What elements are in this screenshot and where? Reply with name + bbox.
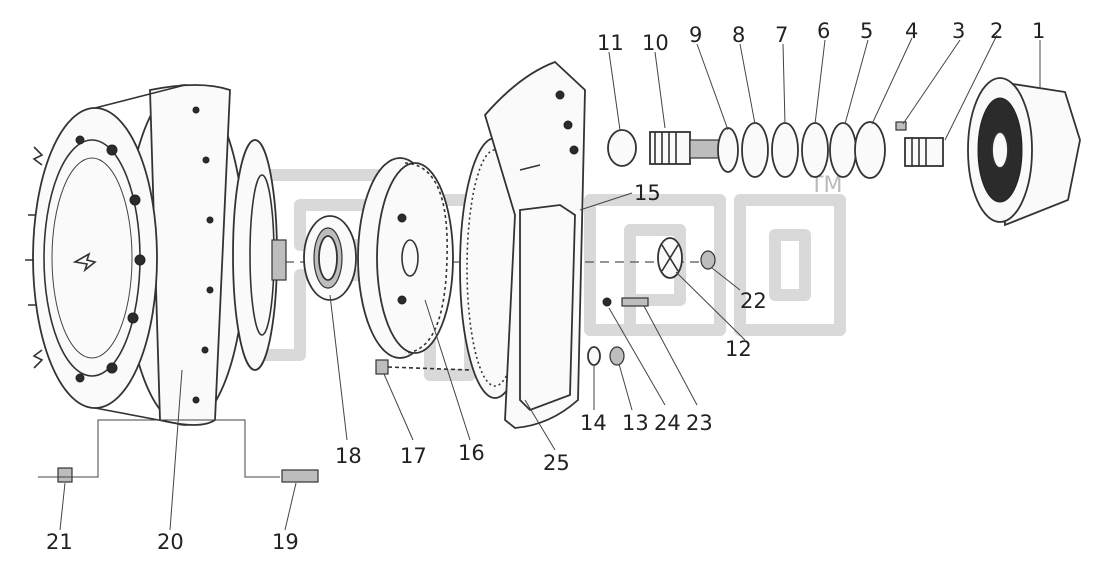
- part-22-plug: [700, 250, 716, 270]
- part-1-motor: [967, 77, 1081, 227]
- callout-13: 13: [622, 411, 649, 435]
- part-9-ring: [717, 127, 739, 173]
- callout-20: 20: [157, 530, 184, 554]
- part-24-washer: [602, 297, 612, 307]
- callout-2: 2: [990, 19, 1003, 43]
- callout-1: 1: [1032, 19, 1045, 43]
- part-23-screw: [621, 297, 649, 307]
- callout-15: 15: [634, 181, 661, 205]
- callout-24: 24: [654, 411, 681, 435]
- part-4-plate: [854, 121, 886, 179]
- part-8-disc: [741, 122, 769, 178]
- callout-22: 22: [740, 289, 767, 313]
- callout-25: 25: [543, 451, 570, 475]
- part-17-bolt: [375, 359, 471, 375]
- part-7-disc: [771, 122, 799, 178]
- part-18-bearing: [303, 215, 357, 301]
- part-14-washer: [587, 346, 601, 366]
- callout-23: 23: [686, 411, 713, 435]
- callout-18: 18: [335, 444, 362, 468]
- part-10-shaft: [649, 131, 729, 165]
- callout-labels: 1 2 3 4 5 6 7 8 9 10 11 12 13 14 15 16 1…: [46, 19, 1045, 554]
- part-21-nut: [38, 419, 280, 483]
- callout-19: 19: [272, 530, 299, 554]
- callout-21: 21: [46, 530, 73, 554]
- part-11-bushing: [607, 129, 637, 167]
- callout-3: 3: [952, 19, 965, 43]
- callout-17: 17: [400, 444, 427, 468]
- callout-9: 9: [689, 23, 702, 47]
- callout-16: 16: [458, 441, 485, 465]
- callout-12: 12: [725, 337, 752, 361]
- part-20-housing: [25, 84, 287, 426]
- part-3-pin: [895, 121, 907, 131]
- part-16-gear: [357, 157, 454, 359]
- part-5-disc: [829, 122, 857, 178]
- callout-5: 5: [860, 19, 873, 43]
- callout-8: 8: [732, 23, 745, 47]
- callout-11: 11: [597, 31, 624, 55]
- part-2-spline-shaft: [904, 137, 944, 167]
- callout-14: 14: [580, 411, 607, 435]
- part-19-bolt: [281, 469, 319, 483]
- part-6-disc: [801, 122, 829, 178]
- callout-6: 6: [817, 19, 830, 43]
- part-25-cover: [483, 60, 586, 429]
- part-12-cap: [657, 237, 683, 279]
- callout-10: 10: [642, 31, 669, 55]
- callout-7: 7: [775, 23, 788, 47]
- callout-4: 4: [905, 19, 918, 43]
- leader-lines: [59, 34, 1041, 531]
- part-13-plug: [609, 346, 625, 366]
